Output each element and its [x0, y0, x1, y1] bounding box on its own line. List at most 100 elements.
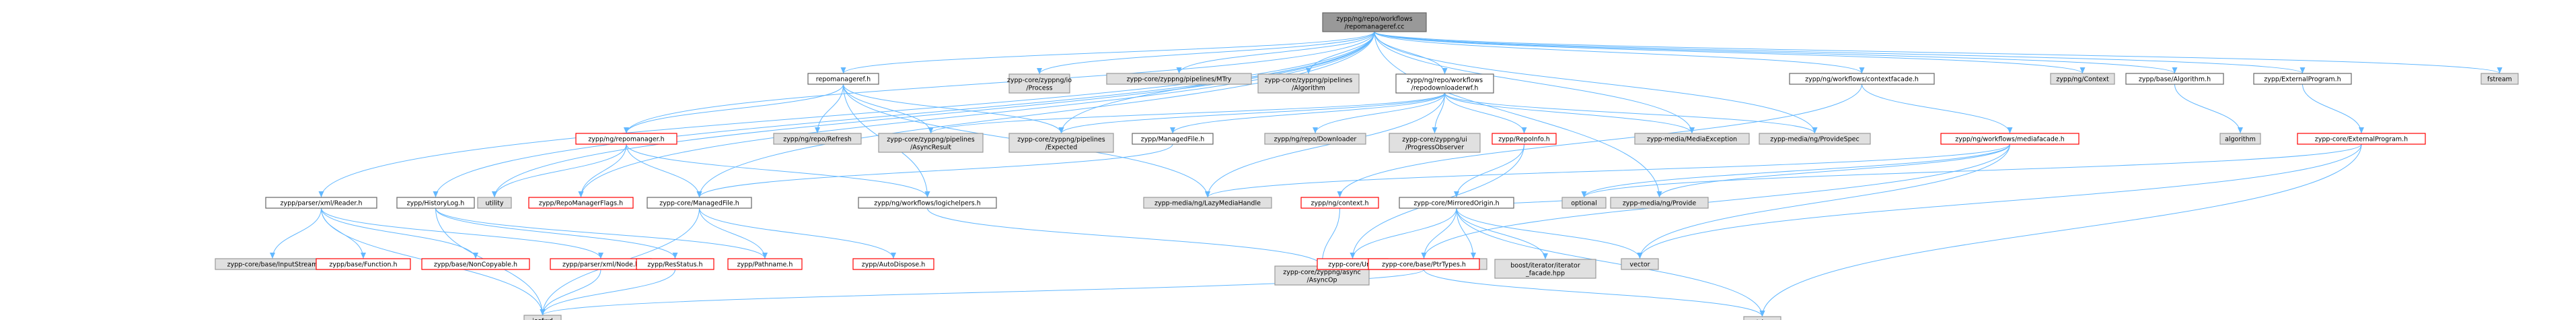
- node-label: algorithm: [2225, 136, 2256, 143]
- node-box: [1940, 133, 2080, 145]
- node-label: zypp-core/base/InputStream: [227, 261, 318, 269]
- node-repoinfo[interactable]: zypp/RepoInfo.h: [1492, 133, 1557, 145]
- node-progressobserver[interactable]: zypp-core/zyppng/ui/ProgressObserver: [1389, 133, 1481, 153]
- node-providespec[interactable]: zypp-media/ng/ProvideSpec: [1759, 133, 1871, 145]
- node-zypp-ng-context[interactable]: zypp/ng/Context: [2050, 73, 2115, 85]
- node-utility[interactable]: utility: [477, 197, 512, 209]
- node-box: [1368, 258, 1480, 270]
- node-base-algorithm[interactable]: zypp/base/Algorithm.h: [2125, 73, 2224, 85]
- node-zc-algorithm[interactable]: zypp-core/zyppng/pipelines/Algorithm: [1257, 73, 1360, 94]
- node-label: /Expected: [1045, 143, 1078, 151]
- node-externalprogram-core[interactable]: zypp-core/ExternalProgram.h: [2297, 133, 2426, 145]
- node-box: [2050, 73, 2115, 85]
- node-optional[interactable]: optional: [1561, 197, 1607, 209]
- node-resstatus[interactable]: zypp/ResStatus.h: [636, 258, 714, 270]
- edge-externalprogram_core-to-optional: [1581, 143, 2362, 198]
- node-box: [2219, 133, 2261, 145]
- node-repodownloaderwf[interactable]: zypp/ng/repo/workflows/repodownloaderwf.…: [1395, 73, 1494, 94]
- node-label: zypp-core/ManagedFile.h: [659, 200, 739, 207]
- edge-mediafacade-to-ptrtypes: [1421, 143, 2010, 259]
- node-iosfwd[interactable]: iosfwd: [523, 315, 562, 320]
- node-fstream[interactable]: fstream: [2480, 73, 2519, 85]
- node-externalprogram-h[interactable]: zypp/ExternalProgram.h: [2253, 73, 2352, 85]
- node-label: zypp/Pathname.h: [737, 261, 793, 269]
- edge-mirroredorigin-to-url: [1350, 207, 1457, 259]
- node-repo-downloader[interactable]: zypp/ng/repo/Downloader: [1264, 133, 1366, 145]
- node-vector[interactable]: vector: [1621, 258, 1659, 270]
- node-label: zypp-core/zyppng/async: [1283, 269, 1360, 276]
- edge-externalprogram_core-to-vector: [1637, 143, 2362, 259]
- node-label: iosfwd: [532, 318, 552, 320]
- node-box: [2297, 133, 2426, 145]
- edge-xml_reader-to-inputstream: [270, 207, 322, 259]
- node-media-provide[interactable]: zypp-media/ng/Provide: [1610, 197, 1709, 209]
- node-iterator-facade[interactable]: boost/iterator/iterator_facade.hpp: [1494, 259, 1596, 279]
- node-zc-io-process[interactable]: zypp-core/zyppng/io/Process: [1007, 73, 1072, 94]
- node-mediaexception[interactable]: zypp-media/MediaException: [1634, 133, 1750, 145]
- node-base-function[interactable]: zypp/base/Function.h: [316, 258, 411, 270]
- node-label: zypp/ng/context.h: [1311, 200, 1369, 207]
- node-repomanageref-h[interactable]: repomanageref.h: [807, 73, 879, 85]
- node-box: [396, 197, 475, 209]
- node-label: zypp-media/ng/Provide: [1623, 200, 1697, 207]
- edge-contextfacade-to-ng_context: [1337, 84, 1862, 198]
- node-box: [1264, 133, 1366, 145]
- edge-root-to-core_managedfile: [696, 31, 1375, 198]
- edge-managedfile_h-to-core_managedfile: [696, 143, 1173, 198]
- edge-contextfacade-to-mediafacade: [1862, 84, 2013, 134]
- node-noncopyable[interactable]: zypp/base/NonCopyable.h: [421, 258, 530, 270]
- edge-root-to-mediaexception: [1374, 31, 1695, 134]
- node-box: [1621, 258, 1659, 270]
- node-box: [1106, 73, 1252, 85]
- node-autodispose[interactable]: zypp/AutoDispose.h: [852, 258, 934, 270]
- node-lazymediahandle[interactable]: zypp-media/ng/LazyMediaHandle: [1143, 197, 1272, 209]
- edge-root-to-zypp_ng_context: [1374, 31, 2086, 74]
- edge-mirroredorigin-to-iterator_facade: [1456, 207, 1548, 260]
- edge-xml_node-to-iosfwd: [540, 269, 601, 316]
- node-label: /Process: [1026, 84, 1052, 92]
- node-label: zypp/RepoInfo.h: [1498, 136, 1550, 143]
- node-asyncresult[interactable]: zypp-core/zyppng/pipelines/AsyncResult: [878, 133, 984, 153]
- edge-repodownloaderwf-to-progressobserver: [1432, 92, 1445, 134]
- node-repomanager-h[interactable]: zypp/ng/repomanager.h: [575, 133, 677, 145]
- node-label: utility: [485, 200, 503, 207]
- node-historylog[interactable]: zypp/HistoryLog.h: [396, 197, 475, 209]
- node-ng-context[interactable]: zypp/ng/context.h: [1300, 197, 1379, 209]
- node-core-managedfile[interactable]: zypp-core/ManagedFile.h: [647, 197, 752, 209]
- node-box: [1494, 259, 1596, 279]
- edge-repomanageref_h-to-repomanager_h: [624, 84, 844, 134]
- node-string[interactable]: string: [1743, 316, 1781, 320]
- node-box: [2480, 73, 2519, 85]
- node-mirroredorigin[interactable]: zypp-core/MirroredOrigin.h: [1399, 197, 1514, 209]
- edge-core_managedfile-to-pathname: [699, 207, 768, 259]
- node-logichelpers[interactable]: zypp/ng/workflows/logichelpers.h: [858, 197, 997, 209]
- node-repo-refresh[interactable]: zypp/ng/repo/Refresh: [773, 133, 862, 145]
- node-label: zypp/parser/xml/Node.h: [562, 261, 639, 269]
- node-mediafacade[interactable]: zypp/ng/workflows/mediafacade.h: [1940, 133, 2080, 145]
- edge-root-to-xml_reader: [318, 31, 1375, 198]
- node-label: zypp/ng/workflows/contextfacade.h: [1805, 76, 1919, 84]
- edge-repomanager_h-to-core_managedfile: [626, 143, 702, 198]
- edge-repomanageref_h-to-repo_refresh: [815, 84, 844, 134]
- node-algorithm-std[interactable]: algorithm: [2219, 133, 2261, 145]
- node-box: [858, 197, 997, 209]
- node-pathname[interactable]: zypp/Pathname.h: [727, 258, 803, 270]
- node-box: [647, 197, 752, 209]
- node-expected[interactable]: zypp-core/zyppng/pipelines/Expected: [1008, 133, 1114, 153]
- node-label: _facade.hpp: [1525, 269, 1565, 277]
- node-box: [636, 258, 714, 270]
- node-inputstream[interactable]: zypp-core/base/InputStream: [215, 258, 330, 270]
- node-ptrtypes[interactable]: zypp-core/base/PtrTypes.h: [1368, 258, 1480, 270]
- node-root[interactable]: zypp/ng/repo/workflows/repomanageref.cc: [1322, 12, 1427, 32]
- edge-xml_reader-to-xml_node: [321, 207, 603, 259]
- node-managedfile-h[interactable]: zypp/ManagedFile.h: [1132, 133, 1214, 145]
- node-xml-reader[interactable]: zypp/parser/xml/Reader.h: [265, 197, 377, 209]
- node-zc-mtry[interactable]: zypp-core/zyppng/pipelines/MTry: [1106, 73, 1252, 85]
- edge-root-to-base_algorithm: [1374, 31, 2178, 74]
- edge-resstatus-to-iosfwd: [540, 269, 675, 316]
- node-label: zypp-media/ng/ProvideSpec: [1770, 136, 1859, 143]
- node-box: [1257, 73, 1360, 94]
- node-label: zypp/base/Function.h: [329, 261, 397, 269]
- node-repomanagerflags[interactable]: zypp/RepoManagerFlags.h: [528, 197, 634, 209]
- node-contextfacade[interactable]: zypp/ng/workflows/contextfacade.h: [1789, 73, 1935, 85]
